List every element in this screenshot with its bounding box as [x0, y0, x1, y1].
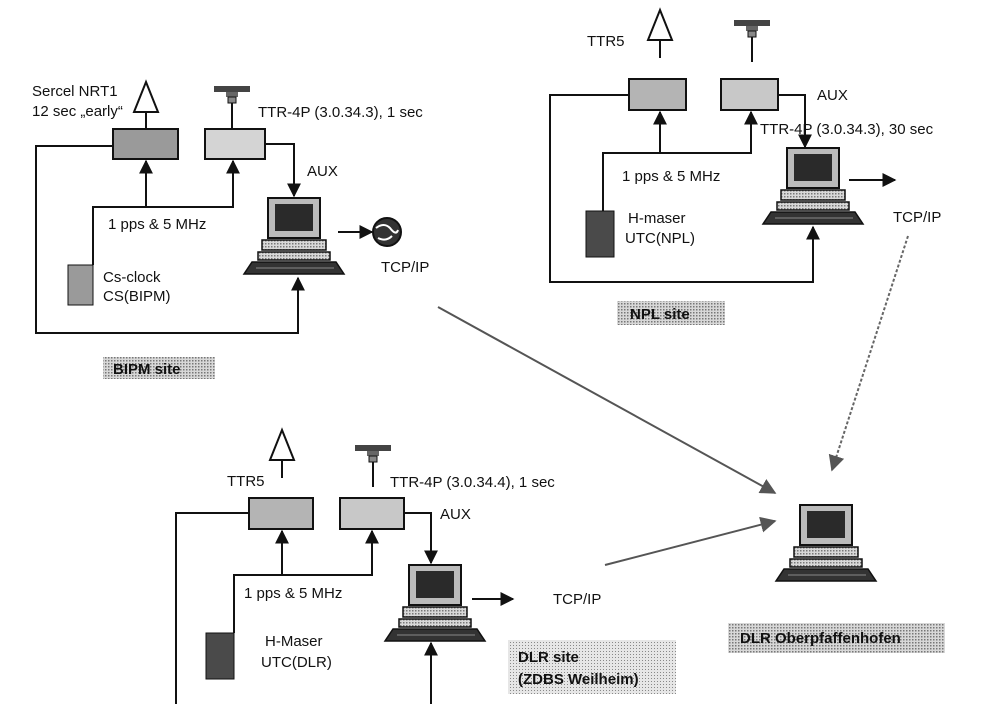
dlr-site-label-1: DLR site	[518, 649, 579, 666]
bipm-site-label: BIPM site	[113, 361, 181, 378]
dlr-network-label: TCP/IP	[553, 591, 601, 608]
gps-antenna-icon	[733, 19, 771, 63]
computer-icon	[762, 147, 864, 225]
bipm-sercel-receiver	[112, 128, 179, 160]
bipm-network-label: TCP/IP	[381, 259, 429, 276]
npl-signal-label: 1 pps & 5 MHz	[622, 168, 720, 185]
bipm-site: Sercel NRT1 12 sec „early“ TTR-4P (3.0.3…	[32, 81, 429, 379]
gps-antenna-icon	[354, 444, 392, 488]
npl-receiver-label: TTR5	[587, 33, 625, 50]
dlr-site-label-2: (ZDBS Weilheim)	[518, 671, 639, 688]
bipm-receiver-label-1: Sercel NRT1	[32, 83, 118, 100]
dlr-clock-label-2: UTC(DLR)	[261, 654, 332, 671]
bipm-signal-label: 1 pps & 5 MHz	[108, 216, 206, 233]
computer-icon	[243, 197, 345, 275]
antenna-icon	[133, 81, 159, 131]
npl-site: TTR5 AUX TTR-4P (3.0.34.3), 30 sec 1 pps…	[549, 9, 941, 325]
computer-icon	[384, 564, 486, 642]
bipm-clock-label-2: CS(BIPM)	[103, 288, 171, 305]
central-site: DLR Oberpfaffenhofen	[728, 504, 945, 653]
globe-icon	[372, 217, 402, 247]
antenna-icon	[269, 429, 295, 479]
npl-link-arrow	[828, 235, 909, 472]
npl-site-label: NPL site	[630, 306, 690, 323]
bipm-ttr4p-receiver	[204, 128, 266, 160]
bipm-link-arrow	[437, 306, 777, 494]
bipm-clock-label-1: Cs-clock	[103, 269, 161, 286]
npl-network-label: TCP/IP	[893, 209, 941, 226]
data-links	[437, 235, 909, 566]
dlr-signal-label: 1 pps & 5 MHz	[244, 585, 342, 602]
dlr-ttr-label: TTR-4P (3.0.34.4), 1 sec	[390, 474, 555, 491]
dlr-ttr5-receiver	[248, 497, 314, 530]
dlr-aux-label: AUX	[440, 506, 471, 523]
npl-h-maser-clock	[585, 210, 615, 258]
npl-ttr5-receiver	[628, 78, 687, 111]
dlr-site-label-bg	[508, 640, 676, 694]
dlr-h-maser-clock	[205, 632, 235, 680]
bipm-receiver-label-2: 12 sec „early“	[32, 103, 123, 120]
computer-icon	[775, 504, 877, 582]
dlr-receiver-label: TTR5	[227, 473, 265, 490]
npl-ttr-label: TTR-4P (3.0.34.3), 30 sec	[760, 121, 934, 138]
npl-site-label-bg	[617, 301, 725, 325]
npl-aux-label: AUX	[817, 87, 848, 104]
npl-clock-label-1: H-maser	[628, 210, 686, 227]
bipm-aux-label: AUX	[307, 163, 338, 180]
dlr-link-arrow	[604, 516, 777, 566]
npl-ttr4p-receiver	[720, 78, 779, 111]
central-site-label-bg	[728, 623, 945, 653]
gps-antenna-icon	[213, 85, 251, 129]
dlr-ttr4p-receiver	[339, 497, 405, 530]
bipm-ttr-label: TTR-4P (3.0.34.3), 1 sec	[258, 104, 423, 121]
bipm-cs-clock	[67, 264, 94, 306]
central-site-label: DLR Oberpfaffenhofen	[740, 630, 901, 647]
dlr-clock-label-1: H-Maser	[265, 633, 323, 650]
dlr-site: TTR5 TTR-4P (3.0.34.4), 1 sec AUX 1 pps …	[175, 429, 676, 704]
npl-clock-label-2: UTC(NPL)	[625, 230, 695, 247]
antenna-icon	[647, 9, 673, 59]
bipm-site-label-bg	[103, 357, 215, 379]
